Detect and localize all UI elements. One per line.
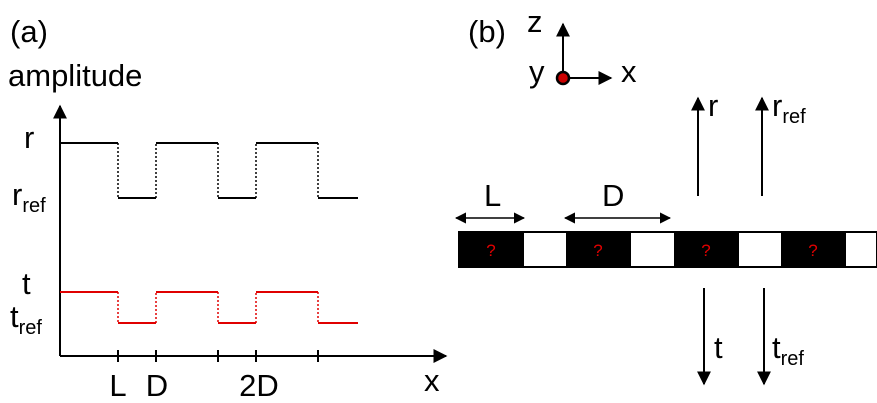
axis-label-z: z — [527, 4, 543, 39]
panel-a: (a) amplitude x r rref t tref — [8, 14, 448, 403]
grating-cell — [781, 232, 846, 267]
x-tick-label: D — [146, 368, 168, 403]
level-label-t-ref: tref — [10, 299, 42, 339]
dimension-L-label: L — [484, 178, 501, 213]
beam-label-t-ref: tref — [772, 330, 804, 370]
panel-a-label: (a) — [10, 14, 48, 49]
reflected-amplitude-curve — [60, 142, 358, 199]
x-ticks: L D 2D — [109, 350, 319, 403]
beam-label-r-ref: rref — [772, 88, 806, 128]
axis-label-y: y — [529, 54, 545, 89]
x-tick-label: L — [109, 368, 126, 403]
transmitted-amplitude-curve — [60, 291, 358, 324]
dimension-D-label: D — [602, 178, 624, 213]
grating-cell — [674, 232, 739, 267]
level-label-r: r — [24, 120, 34, 155]
coordinate-axes: z y x — [527, 4, 637, 89]
grating-cell — [566, 232, 631, 267]
cell-question-mark: ? — [808, 241, 817, 260]
x-axis-label: x — [424, 363, 440, 398]
cell-question-mark: ? — [486, 241, 495, 260]
panel-b-label: (b) — [468, 14, 506, 49]
beam-label-r: r — [708, 88, 718, 123]
y-axis-label: amplitude — [8, 58, 142, 93]
x-tick-label: 2D — [239, 368, 279, 403]
beam-label-t: t — [714, 330, 723, 365]
level-label-t: t — [22, 266, 31, 301]
grating-cell — [459, 232, 524, 267]
level-label-r-ref: rref — [12, 177, 46, 217]
cell-question-mark: ? — [701, 241, 710, 260]
cell-question-mark: ? — [593, 241, 602, 260]
panel-b: (b) z y x L D ? ? ? ? r — [454, 4, 877, 386]
y-axis-dot — [555, 70, 571, 86]
axis-label-x: x — [621, 54, 637, 89]
grating-strip: ? ? ? ? — [458, 231, 877, 268]
